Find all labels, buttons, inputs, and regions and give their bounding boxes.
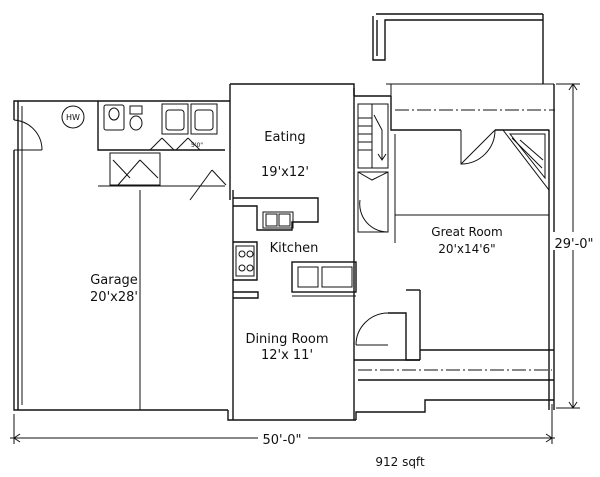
great-room-size: 20'x14'6"	[438, 242, 495, 256]
water-heater: HW	[61, 105, 85, 129]
deck	[372, 13, 555, 111]
house-walls	[227, 83, 555, 421]
water-heater-label: HW	[66, 113, 80, 122]
garage-walls	[13, 100, 228, 411]
kitchen-counters	[233, 197, 357, 299]
entry	[354, 289, 554, 420]
stairs	[357, 103, 389, 233]
great-room-label: Great Room	[431, 225, 502, 239]
garage-label: Garage	[90, 273, 138, 288]
svg-text:5'0": 5'0"	[191, 142, 203, 149]
eating-size: 19'x12'	[261, 165, 309, 180]
kitchen-label: Kitchen	[270, 241, 319, 256]
dining-room-size: 12'x 11'	[261, 348, 313, 363]
utility-area: 5'0"	[97, 100, 230, 187]
width-dimension-label: 50'-0"	[262, 433, 301, 448]
closet	[109, 152, 227, 201]
depth-dimension-label: 29'-0"	[554, 237, 593, 252]
garage-size: 20'x28'	[90, 290, 138, 305]
area-label: 912 sqft	[375, 455, 425, 469]
dining-room-label: Dining Room	[245, 332, 328, 347]
fireplace	[460, 129, 550, 192]
eating-label: Eating	[264, 130, 305, 145]
